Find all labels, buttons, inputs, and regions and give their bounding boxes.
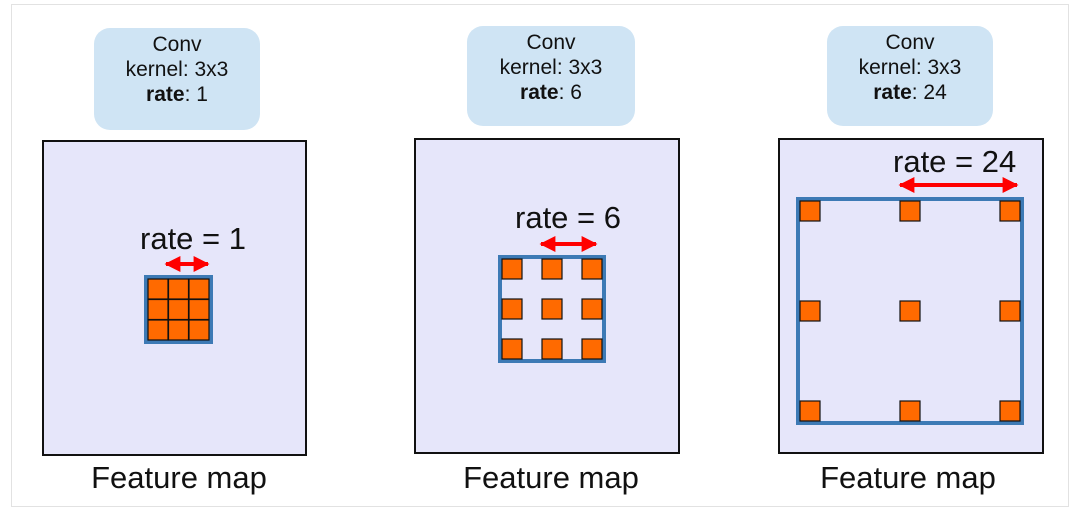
rate-annotation-3: rate = 24 [893, 144, 1017, 179]
kernel-cell [147, 319, 169, 341]
rate-value: : 6 [558, 81, 582, 104]
kernel-cell [541, 298, 563, 320]
kernel-cell [799, 400, 821, 422]
kernel-size: kernel: 3x3 [858, 56, 962, 79]
kernel-cell [147, 298, 169, 321]
kernel-cell [501, 258, 523, 280]
kernel-size: kernel: 3x3 [125, 58, 229, 81]
rate-annotation-2: rate = 6 [515, 200, 621, 235]
kernel-cell [999, 200, 1021, 222]
kernel-cell [581, 298, 603, 320]
feature-map-caption-3: Feature map [820, 460, 996, 495]
kernel-cell [501, 338, 523, 360]
rate-value: : 24 [911, 81, 947, 104]
feature-map-2 [414, 138, 680, 454]
conv-title: Conv [152, 33, 202, 56]
feature-map-caption-1: Feature map [91, 460, 267, 495]
kernel-cell [501, 298, 523, 320]
kernel-cell [799, 200, 821, 222]
kernel-outline-1 [144, 275, 213, 344]
kernel-outline-2 [498, 255, 606, 363]
kernel-outline-3 [796, 197, 1024, 425]
kernel-cell [167, 278, 190, 300]
kernel-cell [541, 258, 563, 280]
rate-line: rate: 1 [94, 82, 260, 107]
conv-config-bubble-2: Conv kernel: 3x3 rate: 6 [467, 26, 635, 126]
kernel-cell [899, 400, 921, 422]
kernel-cell [188, 319, 210, 341]
kernel-cell [167, 319, 190, 341]
conv-title: Conv [885, 31, 935, 54]
kernel-cell [999, 400, 1021, 422]
kernel-size: kernel: 3x3 [499, 56, 603, 79]
rate-value: : 1 [184, 83, 208, 106]
figure-frame [11, 4, 1069, 507]
conv-title: Conv [526, 31, 576, 54]
kernel-cell [799, 300, 821, 322]
rate-key: rate [520, 81, 559, 104]
conv-config-bubble-3: Conv kernel: 3x3 rate: 24 [827, 26, 993, 126]
rate-annotation-1: rate = 1 [140, 221, 246, 256]
kernel-cell [188, 298, 210, 321]
kernel-cell [899, 300, 921, 322]
kernel-cell [188, 278, 210, 300]
feature-map-caption-2: Feature map [463, 460, 639, 495]
rate-key: rate [873, 81, 912, 104]
kernel-cell [581, 258, 603, 280]
rate-line: rate: 24 [827, 80, 993, 105]
kernel-cell [899, 200, 921, 222]
kernel-cell [581, 338, 603, 360]
conv-config-bubble-1: Conv kernel: 3x3 rate: 1 [94, 28, 260, 130]
kernel-cell [147, 278, 169, 300]
kernel-cell [167, 298, 190, 321]
kernel-cell [541, 338, 563, 360]
rate-line: rate: 6 [467, 80, 635, 105]
rate-key: rate [146, 83, 185, 106]
kernel-cell [999, 300, 1021, 322]
